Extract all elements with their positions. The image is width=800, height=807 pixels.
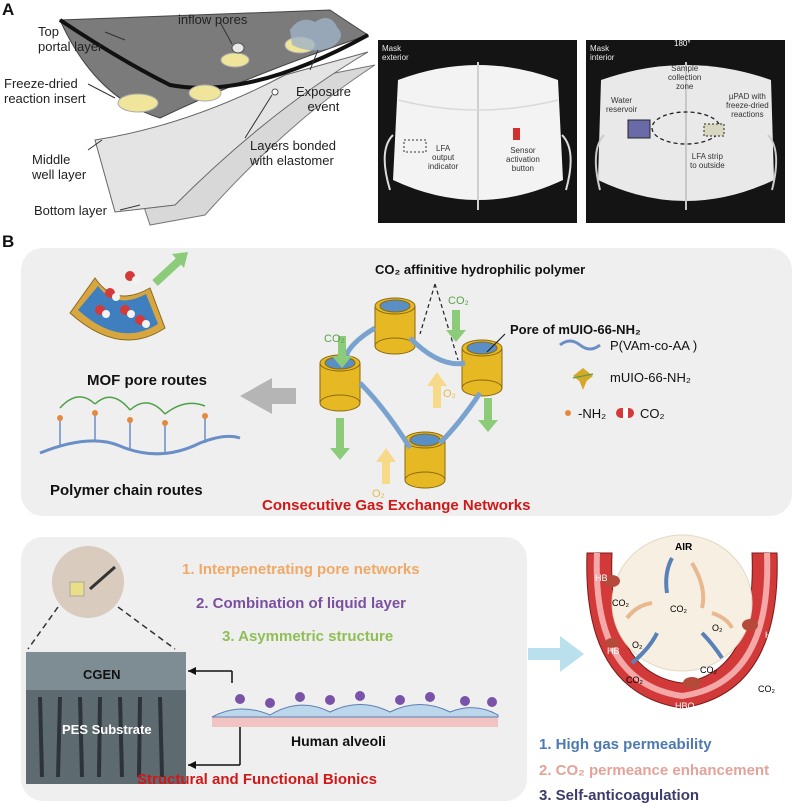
middle-well-layer-label: Middle well layer <box>32 152 87 182</box>
water-reservoir-label: Water reservoir <box>606 96 638 114</box>
co2-lung-4: CO₂ <box>626 675 643 685</box>
benefit-3: 3. Self-anticoagulation <box>539 787 700 804</box>
alveolus-illustration <box>586 534 778 709</box>
hbo-label: HBO <box>765 630 785 640</box>
o2-lung-1: O₂ <box>632 640 643 650</box>
co2-lung-3: CO₂ <box>700 665 717 675</box>
cgen-label: CGEN <box>83 667 121 682</box>
benefit-2: 2. CO₂ permeance enhancement <box>539 762 770 779</box>
rotation-label: 180° <box>674 40 691 48</box>
o2-label-middle: O₂ <box>443 388 456 400</box>
mask-exterior-photo: Mask exterior LFA output indicator Senso… <box>378 40 577 223</box>
bottom-layer-label: Bottom layer <box>34 203 107 218</box>
benefit-1: 1. High gas permeability <box>539 736 712 753</box>
co2-lung-1: CO₂ <box>612 598 629 608</box>
hbo2-label: HBO₂ <box>675 701 698 711</box>
mask-exterior-tag: Mask exterior <box>382 44 409 62</box>
gas-exchange-illustration <box>39 252 634 489</box>
legend-pvam: P(VAm-co-AA ) <box>610 338 698 353</box>
mask-interior-photo: Mask interior 180° Sample collection zon… <box>586 40 785 223</box>
legend-co2: CO₂ <box>640 406 665 421</box>
pes-label: PES Substrate <box>62 722 152 737</box>
sensor-button-label: Sensor activation button <box>506 146 540 173</box>
mof-routes-label: MOF pore routes <box>87 372 208 389</box>
inflow-pores-label: inflow pores <box>178 12 248 27</box>
legend-nh2: -NH₂ <box>578 406 607 421</box>
feature-3: 3. Asymmetric structure <box>222 628 394 645</box>
upad-label: µPAD with freeze-dried reactions <box>726 92 769 119</box>
alveoli-label: Human alveoli <box>291 733 386 749</box>
network-title: Consecutive Gas Exchange Networks <box>262 497 531 514</box>
co2-lung-5: CO₂ <box>758 684 775 694</box>
polymer-label: CO₂ affinitive hydrophilic polymer <box>375 262 586 277</box>
membrane-illustration <box>26 546 499 784</box>
layer-stack-illustration <box>58 9 376 226</box>
bionics-title: Structural and Functional Bionics <box>137 771 378 788</box>
panel-b-label: B <box>2 232 15 251</box>
co2-lung-2: CO₂ <box>670 604 687 614</box>
chain-routes-label: Polymer chain routes <box>50 482 203 499</box>
co2-label-right: CO₂ <box>448 295 469 307</box>
feature-1: 1. Interpenetrating pore networks <box>182 561 420 578</box>
co2-label-left: CO₂ <box>324 333 345 345</box>
mask-interior-tag: Mask interior <box>590 44 615 62</box>
panel-a-label: A <box>2 0 15 19</box>
o2-lung-2: O₂ <box>712 623 723 633</box>
o2-label-bottom: O₂ <box>372 488 385 500</box>
hb-label-bottom: HB <box>607 646 620 656</box>
air-label: AIR <box>675 542 693 553</box>
top-portal-layer-label: Top portal layer <box>38 24 103 54</box>
pore-label: Pore of mUIO-66-NH₂ <box>510 322 641 337</box>
legend-muio: mUIO-66-NH₂ <box>610 370 691 385</box>
sample-zone-label: Sample collection zone <box>668 64 702 91</box>
exposure-event-label: Exposure event <box>296 84 351 114</box>
lfa-output-label: LFA output indicator <box>428 144 459 171</box>
freeze-dried-insert-label: Freeze-dried reaction insert <box>4 76 86 106</box>
flow-arrow <box>528 636 584 672</box>
feature-2: 2. Combination of liquid layer <box>196 595 407 612</box>
layers-bonded-label: Layers bonded with elastomer <box>250 138 337 168</box>
hb-label-top: HB <box>595 573 608 583</box>
lfa-strip-label: LFA strip to outside <box>690 152 725 170</box>
